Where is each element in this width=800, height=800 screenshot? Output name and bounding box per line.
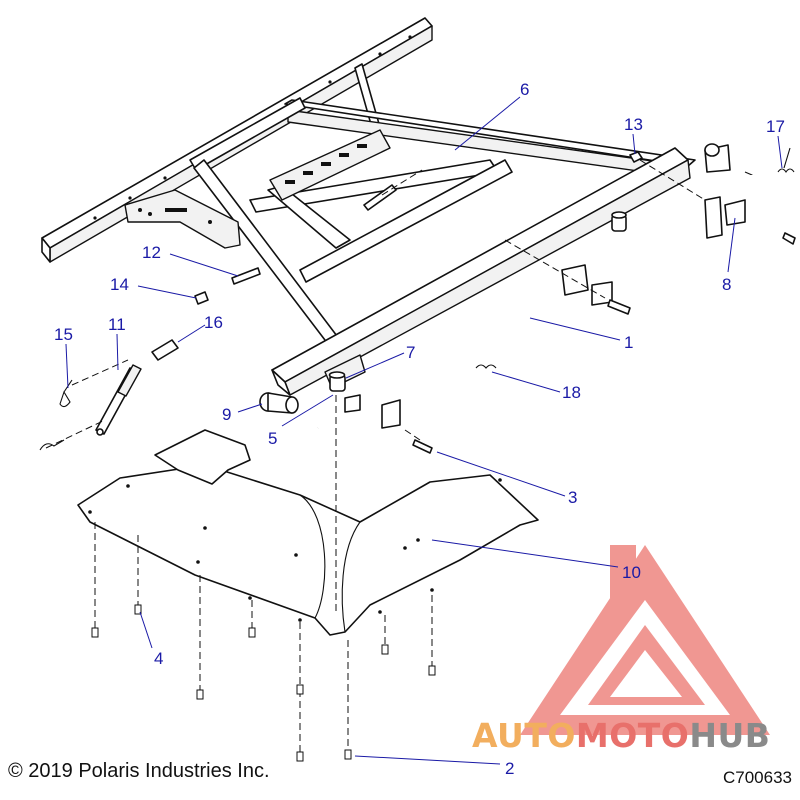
skid-plate bbox=[77, 429, 539, 636]
bumper-frame bbox=[611, 211, 627, 232]
callout-15: 15 bbox=[54, 325, 73, 344]
watermark-text: AUTOMOTOHUB bbox=[472, 716, 770, 755]
shock-11 bbox=[95, 364, 142, 436]
callout-16: 16 bbox=[204, 313, 223, 332]
callout-3: 3 bbox=[568, 488, 577, 507]
bolts bbox=[194, 184, 796, 454]
callout-labels: 1 2 3 4 5 6 7 8 9 10 11 12 13 14 15 16 1… bbox=[54, 80, 785, 778]
callout-18: 18 bbox=[562, 383, 581, 402]
watermark-logo bbox=[520, 545, 770, 735]
clip-15 bbox=[39, 379, 73, 451]
bushing-top bbox=[704, 143, 731, 173]
callout-8: 8 bbox=[722, 275, 731, 294]
callout-12: 12 bbox=[142, 243, 161, 262]
callout-2: 2 bbox=[505, 759, 514, 778]
clip-18 bbox=[475, 364, 497, 369]
spring-17 bbox=[777, 147, 795, 173]
callout-1: 1 bbox=[624, 333, 633, 352]
lower-rail bbox=[271, 147, 691, 396]
fastener-guides bbox=[45, 159, 706, 762]
callout-9: 9 bbox=[222, 405, 231, 424]
watermark-hub: HUB bbox=[689, 716, 771, 755]
callout-13: 13 bbox=[624, 115, 643, 134]
bushing-9 bbox=[259, 392, 299, 414]
clamp-parts bbox=[344, 196, 746, 429]
watermark-auto: AUTO bbox=[472, 716, 576, 755]
drawing-id: C700633 bbox=[722, 768, 792, 787]
callout-17: 17 bbox=[766, 117, 785, 136]
watermark-moto: MOTO bbox=[575, 716, 690, 755]
callout-4: 4 bbox=[154, 649, 163, 668]
torsion-bar bbox=[317, 171, 754, 430]
callout-6: 6 bbox=[520, 80, 529, 99]
callout-5: 5 bbox=[268, 429, 277, 448]
leader-lines bbox=[65, 96, 783, 765]
callout-14: 14 bbox=[110, 275, 129, 294]
callout-7: 7 bbox=[406, 343, 415, 362]
copyright-notice: © 2019 Polaris Industries Inc. bbox=[8, 760, 270, 782]
callout-11: 11 bbox=[108, 315, 126, 334]
bumper-7 bbox=[328, 371, 346, 392]
callout-10: 10 bbox=[622, 563, 641, 582]
pin-16 bbox=[151, 339, 179, 361]
sub-frame-assembly bbox=[124, 97, 696, 345]
